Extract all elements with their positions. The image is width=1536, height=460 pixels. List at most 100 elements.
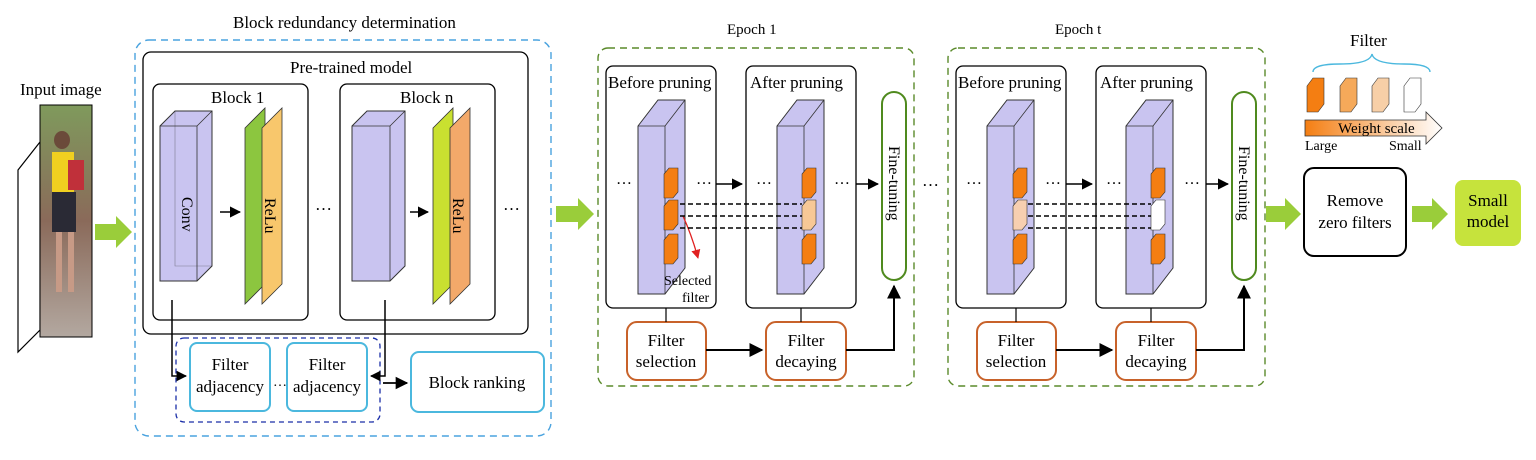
- ellipsis-after-blocks: …: [503, 195, 520, 214]
- filter-cube-selected: [663, 199, 679, 231]
- epoch-t-mid-ellipsis: …: [1045, 171, 1061, 188]
- relu-label-n: ReLu: [449, 198, 466, 234]
- epoch-t-before-layer: [986, 99, 1035, 295]
- epoch-1-frame: [597, 47, 915, 387]
- epoch-1-after-ellipsis: …: [756, 171, 772, 188]
- epoch-1-filter-selection-line2: selection: [636, 352, 697, 371]
- filter-adjacency-1-line1: Filter: [212, 355, 249, 374]
- epoch-1-title: Epoch 1: [727, 22, 777, 38]
- epoch-t-filter-selection-line2: selection: [986, 352, 1047, 371]
- remove-zero-filters-line1: Remove: [1327, 191, 1384, 210]
- legend-brace: [1312, 53, 1431, 73]
- relu-sheet-n: [449, 107, 471, 305]
- epoch-1-mid-ellipsis: …: [696, 171, 712, 188]
- epoch-1-filter-selection-line1: Filter: [648, 331, 685, 350]
- epoch-1-section: Epoch 1 Before pruning … … Selected filt…: [597, 22, 915, 387]
- legend-large-label: Large: [1305, 139, 1337, 154]
- filter-legend: Filter Weight scale Large Small: [1304, 31, 1443, 154]
- block-1-box: [152, 83, 309, 321]
- filter-cube: [663, 167, 679, 199]
- epoch-t-after-right-ellipsis: …: [1184, 171, 1200, 188]
- arrow-blockn-to-adjacency: [369, 300, 386, 382]
- selected-filter-line1: Selected: [664, 274, 711, 289]
- epoch-t-finetune-label: Fine-tuning: [1235, 146, 1252, 221]
- pretrained-model-label: Pre-trained model: [290, 58, 413, 77]
- filter-cube: [1150, 233, 1166, 265]
- epoch-t-after-layer: [1125, 99, 1174, 295]
- filter-cube-decayed: [1012, 199, 1028, 231]
- epoch-t-before-filters: [1012, 167, 1028, 265]
- person-leg-right: [68, 232, 74, 292]
- legend-filter-mid: [1339, 77, 1358, 113]
- filter-cube: [1012, 167, 1028, 199]
- legend-filter-light: [1371, 77, 1390, 113]
- epoch-gap-ellipsis: …: [922, 171, 939, 190]
- epoch-1-before-layer: [637, 99, 686, 295]
- legend-small-label: Small: [1389, 139, 1422, 154]
- selected-filter-line2: filter: [682, 291, 710, 306]
- epoch-t-before-box: [955, 65, 1067, 309]
- epoch-t-after-ellipsis: …: [1106, 171, 1122, 188]
- small-model-box: [1455, 180, 1521, 246]
- epoch-t-after-label: After pruning: [1100, 73, 1194, 92]
- epoch-t-title: Epoch t: [1055, 22, 1102, 38]
- epoch-t-filter-decaying-line2: decaying: [1125, 352, 1187, 371]
- epoch-1-after-right-ellipsis: …: [834, 171, 850, 188]
- epoch-t-after-filters: [1150, 167, 1166, 265]
- filter-cube-decayed: [801, 199, 817, 231]
- filter-cube: [1150, 167, 1166, 199]
- epoch-1-filter-correspondence: [680, 203, 802, 229]
- block-redundancy-title: Block redundancy determination: [233, 13, 456, 32]
- small-model-line2: model: [1467, 212, 1510, 231]
- filter-adjacency-box-2: [286, 342, 368, 412]
- remove-zero-filters-line2: zero filters: [1318, 213, 1391, 232]
- input-image-label: Input image: [20, 80, 102, 99]
- filter-cube: [801, 167, 817, 199]
- block-redundancy-frame: [134, 39, 552, 437]
- selected-filter-pointer: [682, 215, 701, 259]
- relu-label-1: ReLu: [261, 198, 278, 234]
- relu-sheet-1: [261, 107, 283, 305]
- green-arrows: [95, 198, 1448, 248]
- filter-adjacency-2-line1: Filter: [309, 355, 346, 374]
- block-ranking-label: Block ranking: [429, 373, 526, 392]
- person-leg-left: [56, 232, 62, 292]
- person-skirt: [52, 192, 76, 232]
- legend-filter-zero: [1403, 77, 1422, 113]
- epoch-t-finetune-box: [1231, 91, 1257, 281]
- conv-layer-n: [351, 110, 406, 282]
- legend-filter-label: Filter: [1350, 31, 1387, 50]
- epoch-1-filter-decaying-line2: decaying: [775, 352, 837, 371]
- epoch-t-frame: [947, 47, 1266, 387]
- block-n-box: [339, 83, 496, 321]
- epoch-1-before-ellipsis: …: [616, 171, 632, 188]
- pretrained-model-box: [142, 51, 529, 335]
- filter-adjacency-2-line2: adjacency: [293, 377, 361, 396]
- conv-layer-1: [159, 110, 213, 282]
- block-n-label: Block n: [400, 88, 454, 107]
- remove-zero-filters-box: [1303, 167, 1407, 257]
- input-image-group: Input image: [17, 80, 102, 354]
- weight-scale-label: Weight scale: [1338, 121, 1415, 137]
- epoch-t-filter-selection-line1: Filter: [998, 331, 1035, 350]
- person-backpack: [68, 160, 84, 190]
- green-arrow-1: [95, 216, 132, 248]
- ellipsis-blocks: …: [315, 195, 332, 214]
- epoch-1-after-filters: [801, 167, 817, 265]
- block-ranking-box: [410, 351, 545, 413]
- epoch-t-filter-decaying-line1: Filter: [1138, 331, 1175, 350]
- epoch-1-finetune-box: [881, 91, 907, 281]
- conv-label-1: Conv: [178, 197, 195, 232]
- filter-adjacency-box-1: [189, 342, 271, 412]
- epoch-1-finetune-label: Fine-tuning: [885, 146, 902, 221]
- epoch-t-before-label: Before pruning: [958, 73, 1062, 92]
- person-head: [54, 131, 70, 149]
- filter-cube: [663, 233, 679, 265]
- arrow-block1-to-adjacency: [171, 300, 188, 382]
- weight-scale-arrow: [1304, 111, 1443, 145]
- input-image-side: [17, 140, 41, 354]
- green-arrow-2: [556, 198, 594, 230]
- epoch-1-before-box: [605, 65, 717, 309]
- epoch-1-before-label: Before pruning: [608, 73, 712, 92]
